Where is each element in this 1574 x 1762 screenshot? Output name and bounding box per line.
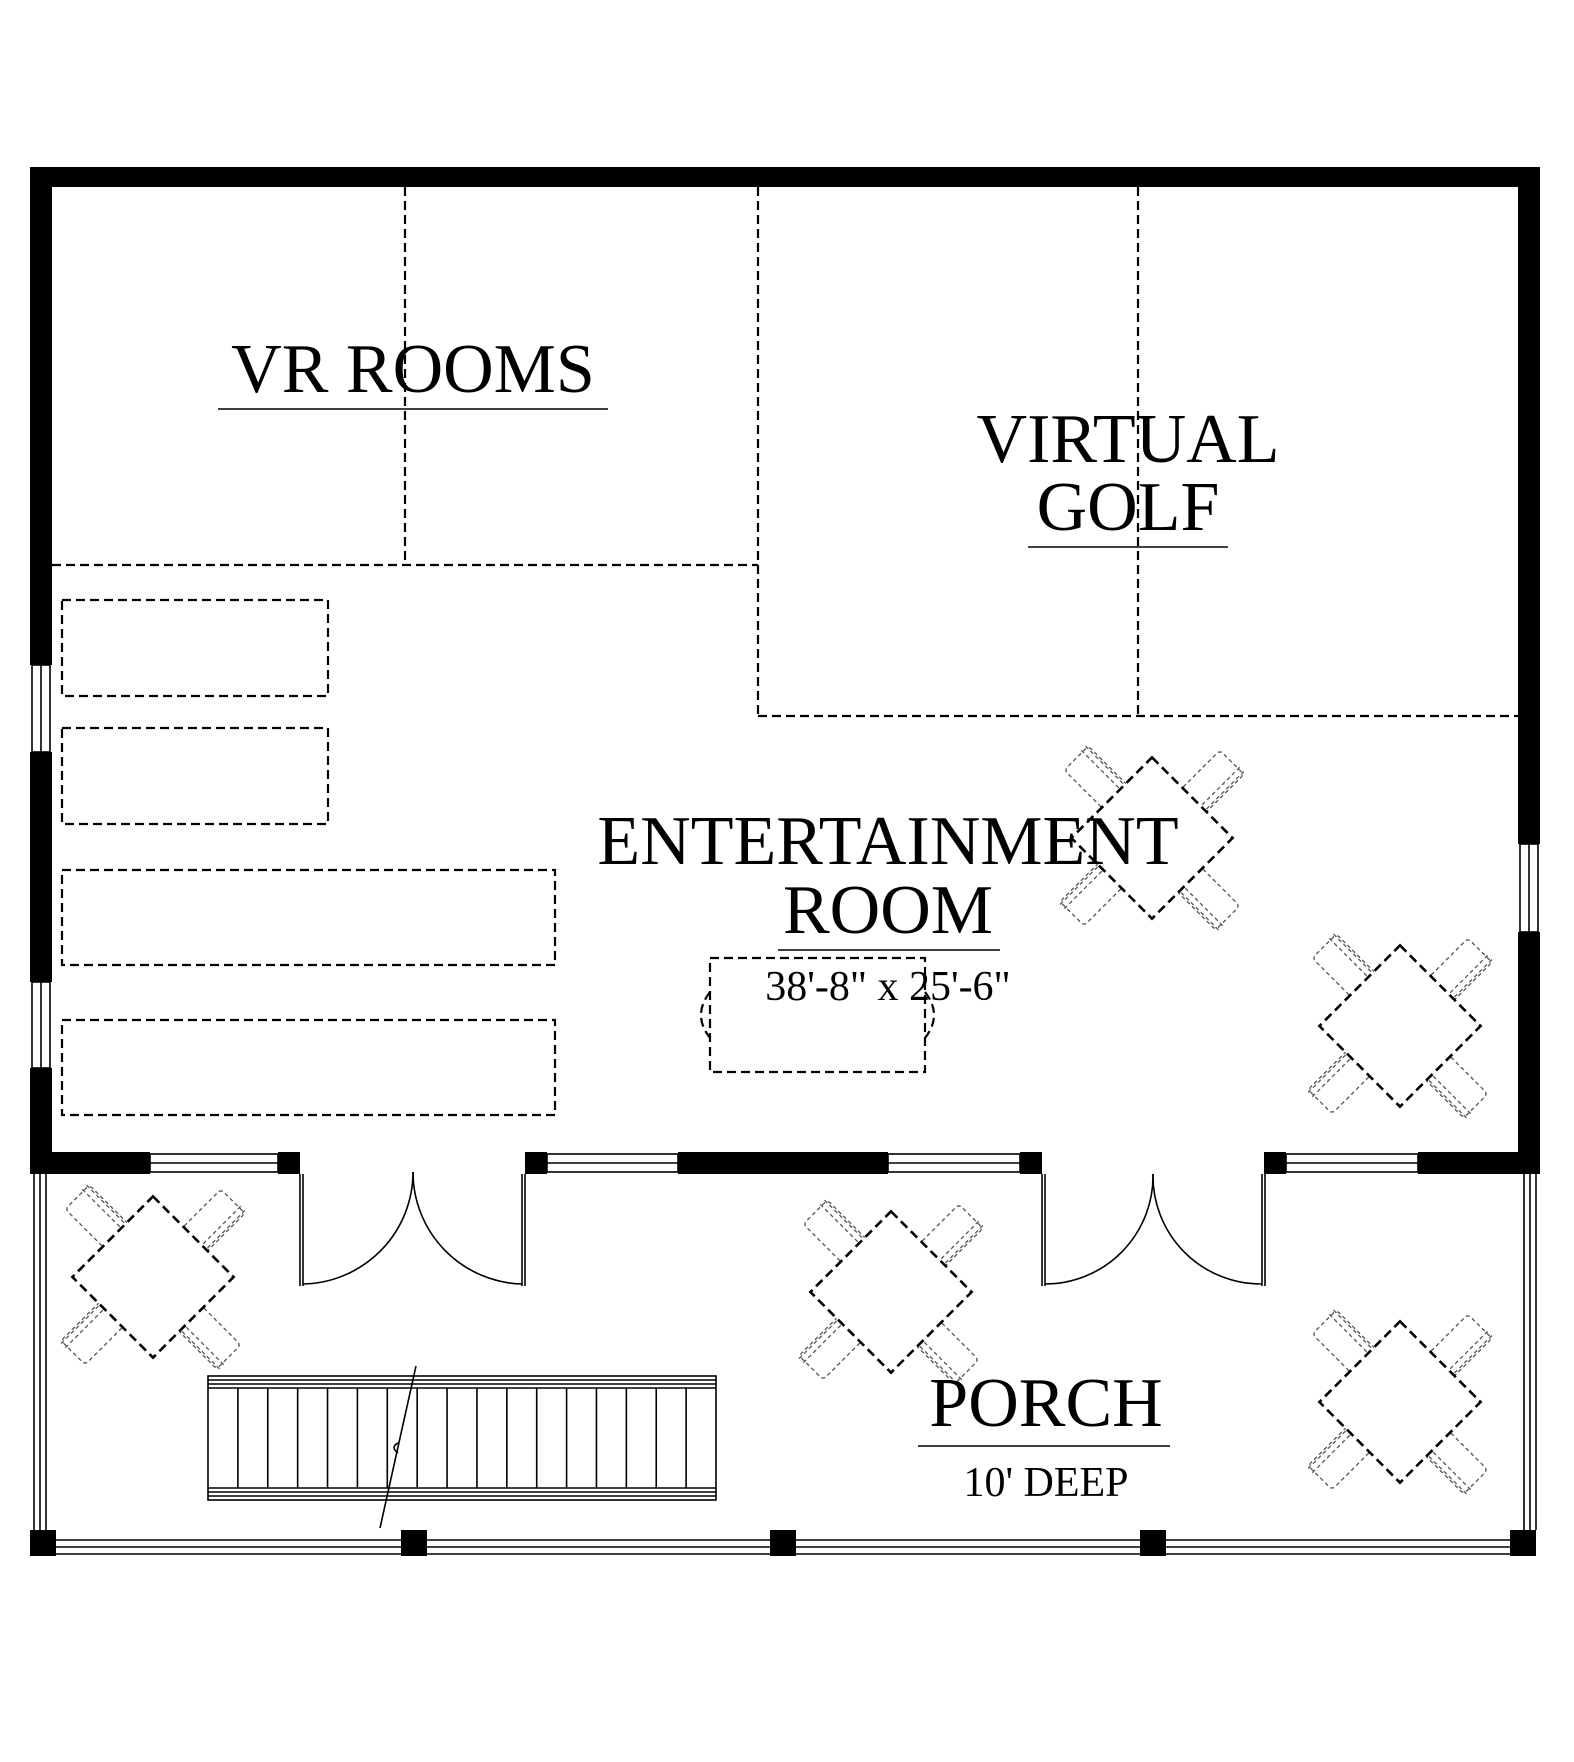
table-top — [1069, 755, 1235, 921]
chair-icon — [1059, 861, 1123, 925]
vr-rooms-label: VR ROOMS — [231, 331, 595, 408]
chair-icon — [1065, 745, 1129, 809]
west-wall-lower — [30, 1068, 52, 1174]
game-tables — [60, 598, 557, 1117]
porch-depth: 10' DEEP — [963, 1460, 1128, 1506]
south-wall-seg-5 — [1020, 1152, 1042, 1174]
door-left[interactable] — [299, 1171, 526, 1286]
game-table-1[interactable] — [60, 598, 330, 698]
chair-icon — [1307, 1425, 1371, 1489]
chair-icon — [1429, 939, 1493, 1003]
square-table-with-four-chairs-icon[interactable] — [60, 1184, 247, 1371]
chair-icon — [182, 1190, 246, 1254]
chair-icon — [920, 1205, 984, 1269]
chair-icon — [1429, 1315, 1493, 1379]
porch-railings — [33, 1174, 1537, 1555]
game-table-2[interactable] — [60, 726, 330, 826]
square-table-with-four-chairs-icon[interactable] — [1059, 745, 1246, 932]
square-table-with-four-chairs-icon[interactable] — [798, 1199, 985, 1386]
north-wall — [30, 167, 1540, 187]
game-table-3[interactable] — [60, 868, 557, 967]
table-sets — [60, 745, 1494, 1496]
exterior-walls — [30, 167, 1540, 1174]
center-table-end-right — [924, 991, 936, 1039]
south-wall-seg-3 — [525, 1152, 547, 1174]
chair-icon — [1313, 1309, 1377, 1373]
chair-icon — [1181, 751, 1245, 815]
stair-icon[interactable] — [207, 1365, 717, 1529]
chair-icon — [1423, 1055, 1487, 1119]
chair-icon — [60, 1300, 124, 1364]
west-wall-middle — [30, 752, 52, 982]
entertainment-room-dimensions: 38'-8" x 25'-6" — [765, 964, 1010, 1010]
chair-icon — [1313, 933, 1377, 997]
south-wall-seg-6 — [1264, 1152, 1286, 1174]
post-3 — [770, 1530, 796, 1556]
table-top — [70, 1194, 236, 1360]
chair-icon — [1175, 867, 1239, 931]
square-table-with-four-chairs-icon[interactable] — [1307, 1309, 1494, 1496]
south-wall-seg-1 — [30, 1152, 150, 1174]
south-wall-seg-4 — [678, 1152, 888, 1174]
south-wall-seg-7 — [1418, 1152, 1540, 1174]
chair-icon — [914, 1321, 978, 1385]
virtual-golf-label-line2: GOLF — [1037, 469, 1220, 546]
chair-icon — [798, 1315, 862, 1379]
south-wall-seg-2 — [278, 1152, 300, 1174]
interior-partitions — [52, 187, 1518, 718]
east-wall-lower — [1518, 932, 1540, 1174]
table-top — [1317, 943, 1483, 1109]
entertainment-room-label-line2: ROOM — [783, 872, 993, 949]
game-table-4[interactable] — [60, 1018, 557, 1117]
labels: VR ROOMS VIRTUAL GOLF ENTERTAINMENT ROOM… — [218, 331, 1279, 1506]
center-table[interactable] — [699, 956, 936, 1074]
center-table-top — [708, 956, 927, 1074]
center-table-end-left — [699, 991, 711, 1039]
porch-label: PORCH — [929, 1365, 1162, 1442]
windows — [31, 664, 1539, 1173]
post-4 — [1140, 1530, 1166, 1556]
square-table-with-four-chairs-icon[interactable] — [1307, 933, 1494, 1120]
chair-icon — [1423, 1431, 1487, 1495]
west-wall-upper — [30, 167, 52, 665]
entertainment-room-label-line1: ENTERTAINMENT — [597, 803, 1178, 880]
virtual-golf-label-line1: VIRTUAL — [977, 401, 1280, 478]
east-wall-upper — [1518, 167, 1540, 844]
chair-icon — [1307, 1049, 1371, 1113]
table-top — [808, 1209, 974, 1375]
chair-icon — [66, 1184, 130, 1248]
chair-icon — [176, 1306, 240, 1370]
door-right[interactable] — [1041, 1173, 1266, 1286]
table-top — [1317, 1319, 1483, 1485]
porch-posts — [30, 1530, 1536, 1556]
post-2 — [401, 1530, 427, 1556]
post-5 — [1510, 1530, 1536, 1556]
chair-icon — [804, 1199, 868, 1263]
post-1 — [30, 1530, 56, 1556]
